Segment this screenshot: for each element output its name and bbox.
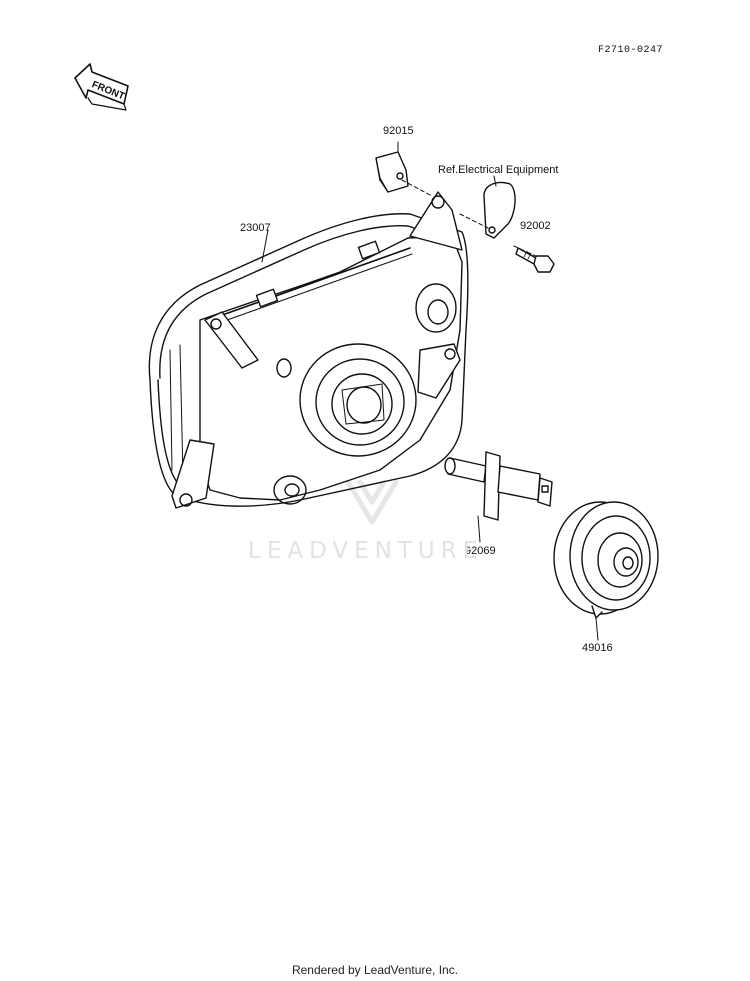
part-number-23007: 23007 <box>240 222 271 234</box>
dust-cover-part <box>553 501 659 641</box>
leader-23007 <box>261 229 269 263</box>
figure-code: F2710-0247 <box>598 45 664 56</box>
reference-note: Ref.Electrical Equipment <box>438 164 559 176</box>
part-number-49016: 49016 <box>582 642 613 654</box>
watermark-text: LEADVENTURE <box>248 538 484 564</box>
nut-92015-part <box>375 141 433 197</box>
bolt-92002-part <box>513 245 555 273</box>
watermark-logo-icon <box>345 479 399 525</box>
headlight-housing-part <box>148 191 469 509</box>
headlight-bulb-part <box>444 451 553 543</box>
front-arrow-icon: FRONT <box>74 63 129 111</box>
part-number-92015: 92015 <box>383 125 414 137</box>
wire-clamp-part <box>459 175 516 239</box>
part-number-92002: 92002 <box>520 220 551 232</box>
footer-credit: Rendered by LeadVenture, Inc. <box>291 963 459 977</box>
part-number-92069: 92069 <box>465 545 496 557</box>
